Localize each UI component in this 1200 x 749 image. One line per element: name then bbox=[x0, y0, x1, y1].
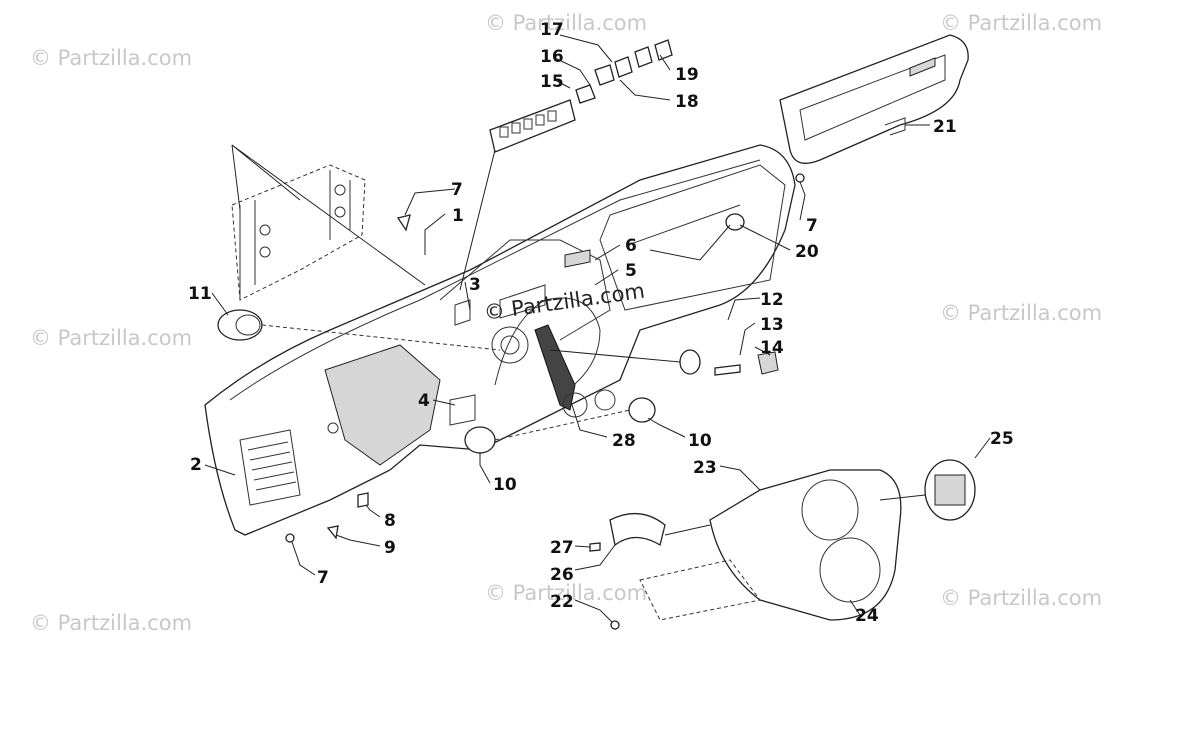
callout-26: 26 bbox=[550, 565, 574, 585]
callout-11: 11 bbox=[188, 284, 212, 304]
callout-6: 6 bbox=[625, 236, 637, 256]
watermark: © Partzilla.com bbox=[940, 11, 1102, 35]
callout-28: 28 bbox=[612, 431, 636, 451]
callout-25: 25 bbox=[990, 429, 1014, 449]
callout-12: 12 bbox=[760, 290, 784, 310]
gauge-assembly bbox=[589, 459, 976, 630]
callout-10-right: 10 bbox=[688, 431, 712, 451]
callout-24: 24 bbox=[855, 606, 879, 626]
callout-labels: 1 2 3 4 5 6 7 7 7 8 9 10 10 11 12 13 14 … bbox=[188, 20, 1014, 626]
callout-16: 16 bbox=[540, 47, 564, 67]
callout-1: 1 bbox=[452, 206, 464, 226]
watermarks: © Partzilla.com © Partzilla.com © Partzi… bbox=[30, 11, 1102, 635]
watermark: © Partzilla.com bbox=[940, 586, 1102, 610]
callout-18: 18 bbox=[675, 92, 699, 112]
watermark: © Partzilla.com bbox=[30, 611, 192, 635]
callout-7-right: 7 bbox=[806, 216, 818, 236]
callout-17: 17 bbox=[540, 20, 564, 40]
switch-assembly bbox=[459, 39, 673, 291]
callout-4: 4 bbox=[418, 391, 430, 411]
callout-20: 20 bbox=[795, 242, 819, 262]
callout-7-top: 7 bbox=[451, 180, 463, 200]
callout-10-left: 10 bbox=[493, 475, 517, 495]
callout-3: 3 bbox=[469, 275, 481, 295]
callout-5: 5 bbox=[625, 261, 637, 281]
callout-8: 8 bbox=[384, 511, 396, 531]
callout-21: 21 bbox=[933, 117, 957, 137]
watermark: © Partzilla.com bbox=[30, 326, 192, 350]
dashboard-panel bbox=[204, 144, 796, 536]
callout-7-bottom: 7 bbox=[317, 568, 329, 588]
mounting-bracket-ghost bbox=[231, 144, 426, 301]
instrument-cover bbox=[779, 34, 969, 164]
callout-9: 9 bbox=[384, 538, 396, 558]
callout-22: 22 bbox=[550, 592, 574, 612]
watermark: © Partzilla.com bbox=[940, 301, 1102, 325]
callout-2: 2 bbox=[190, 455, 202, 475]
callout-15: 15 bbox=[540, 72, 564, 92]
callout-13: 13 bbox=[760, 315, 784, 335]
callout-27: 27 bbox=[550, 538, 574, 558]
callout-23: 23 bbox=[693, 458, 717, 478]
watermark: © Partzilla.com bbox=[485, 11, 647, 35]
watermark: © Partzilla.com bbox=[485, 581, 647, 605]
small-parts bbox=[217, 173, 805, 543]
callout-14: 14 bbox=[760, 338, 784, 358]
callout-19: 19 bbox=[675, 65, 699, 85]
watermark: © Partzilla.com bbox=[30, 46, 192, 70]
leader-lines bbox=[204, 34, 991, 623]
